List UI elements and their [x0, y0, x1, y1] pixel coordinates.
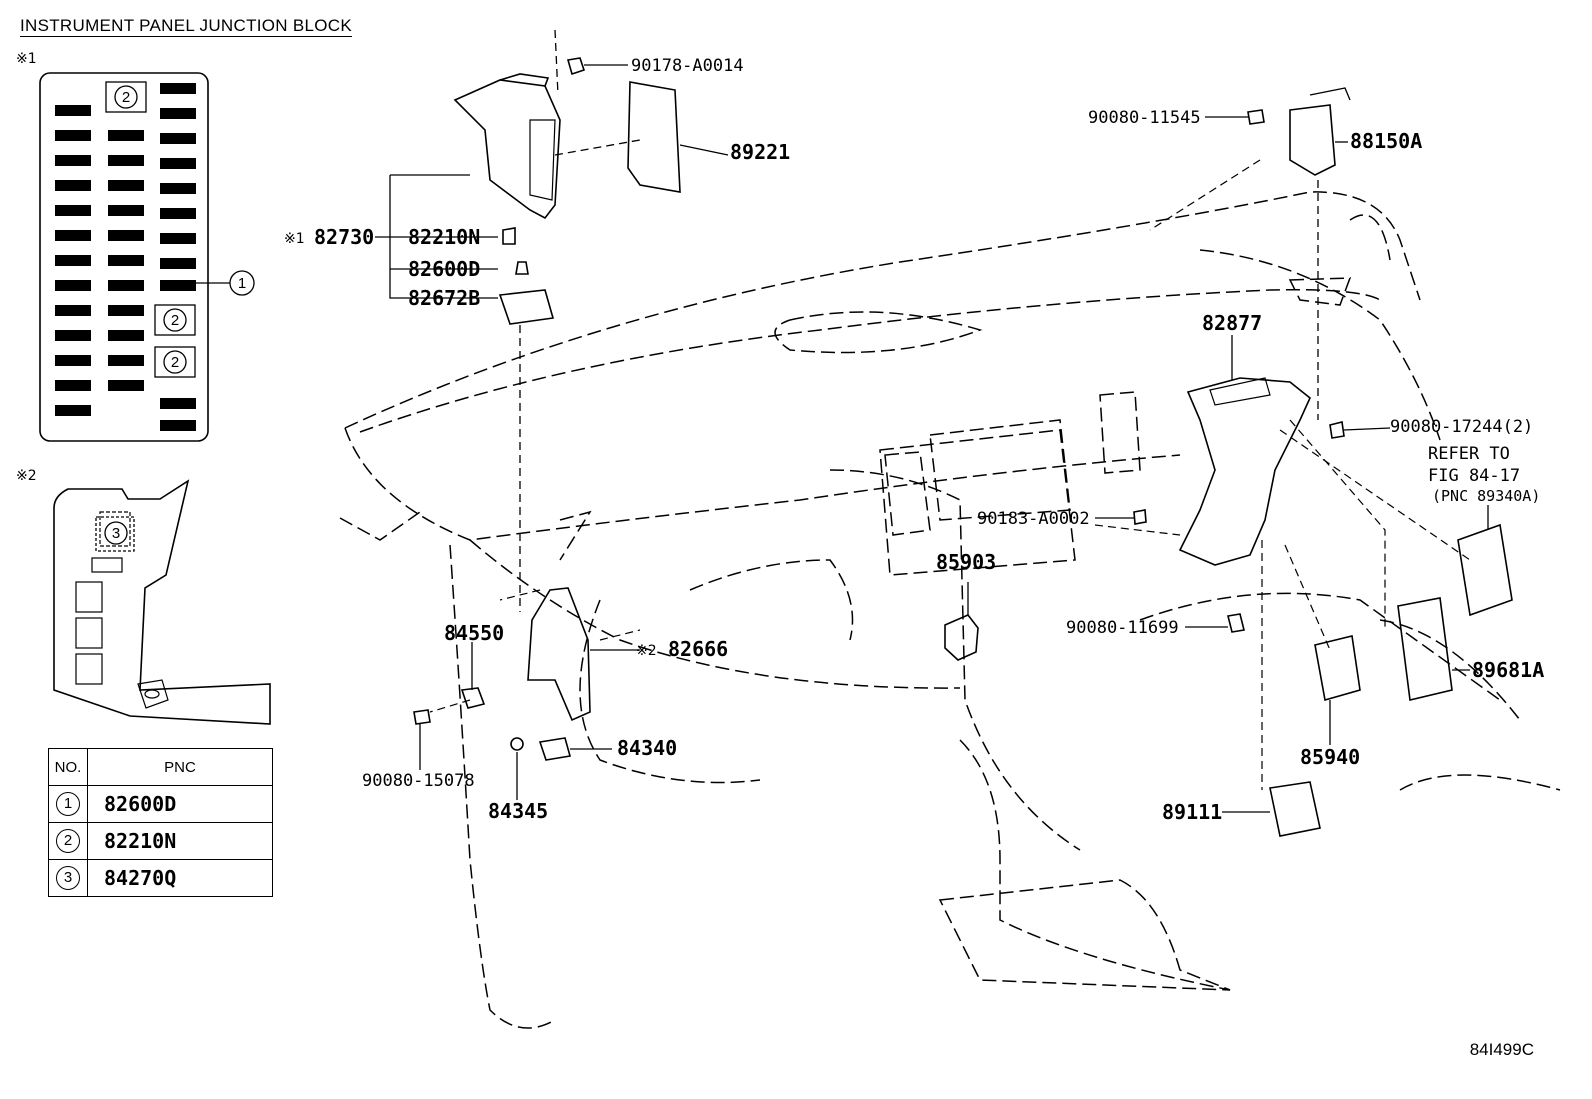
callout-2-a: 2	[122, 89, 130, 106]
junction-block-fuse-layout	[39, 72, 209, 442]
label-84550: 84550	[444, 621, 504, 645]
label-89111: 89111	[1162, 800, 1222, 824]
label-90080-11545: 90080-11545	[1088, 108, 1201, 128]
label-84345: 84345	[488, 799, 548, 823]
relay-85940	[1314, 635, 1361, 702]
label-90178-a0014: 90178-A0014	[631, 56, 744, 76]
label-82600d: 82600D	[408, 257, 480, 281]
module-88150a	[1289, 104, 1336, 176]
diagram-title: INSTRUMENT PANEL JUNCTION BLOCK	[20, 16, 353, 37]
bolt-90178	[566, 57, 586, 76]
pnc-table: NO. PNC 1 82600D 2 82210N 3 84270Q	[48, 748, 273, 897]
table-row-pnc: 84270Q	[87, 859, 273, 897]
nut-90080-17244	[1329, 421, 1345, 439]
bolt-90080-11545	[1247, 109, 1265, 125]
note-mark-1: ※1	[16, 51, 37, 67]
note-mark-2: ※2	[16, 468, 37, 484]
label-85940: 85940	[1300, 745, 1360, 769]
clip-84345	[510, 737, 524, 751]
label-90183-a0002: 90183-A0002	[977, 509, 1090, 529]
table-row-no: 2	[56, 829, 80, 853]
relay-block-82666	[527, 587, 591, 722]
label-90080-15078: 90080-15078	[362, 771, 475, 791]
note-mark-2-inline: ※2	[636, 643, 657, 659]
table-header-no: NO.	[48, 748, 88, 786]
label-89221: 89221	[730, 140, 790, 164]
switch-84340	[538, 737, 572, 761]
table-row-pnc: 82210N	[87, 822, 273, 860]
label-82666: 82666	[668, 637, 728, 661]
table-row: 1 82600D	[48, 785, 273, 823]
table-row-no: 1	[56, 792, 80, 816]
ecu-89221	[627, 81, 681, 193]
callout-2-b: 2	[171, 312, 179, 329]
label-88150a: 88150A	[1350, 129, 1422, 153]
module-89681a	[1397, 597, 1453, 701]
callout-1: 1	[238, 275, 246, 292]
fuse-82210n	[502, 227, 516, 245]
note-mark-1-inline: ※1	[284, 231, 305, 247]
label-82210n: 82210N	[408, 225, 480, 249]
table-header-row: NO. PNC	[48, 748, 273, 786]
fuse-slots	[55, 83, 196, 431]
label-84340: 84340	[617, 736, 677, 760]
table-row: 2 82210N	[48, 822, 273, 860]
table-row-no: 3	[56, 866, 80, 890]
label-90080-11699: 90080-11699	[1066, 618, 1179, 638]
refer-line-2: FIG 84-17	[1428, 466, 1520, 486]
label-85903: 85903	[936, 550, 996, 574]
label-89681a: 89681A	[1472, 658, 1544, 682]
cover-82672b	[498, 289, 555, 325]
figure-code: 84I499C	[1469, 1040, 1534, 1059]
table-header-pnc: PNC	[87, 748, 273, 786]
switch-84550	[460, 687, 486, 709]
table-row-pnc: 82600D	[87, 785, 273, 823]
refer-line-3: (PNC 89340A)	[1432, 487, 1540, 505]
relay-block-outline	[53, 479, 271, 725]
instrument-panel-outline	[339, 191, 1561, 1029]
label-82672b: 82672B	[408, 286, 480, 310]
bolt-90080-11699	[1227, 613, 1245, 633]
bracket-line-82730	[375, 174, 498, 299]
clip-90183	[1133, 509, 1147, 525]
bolt-90080-15078	[413, 709, 431, 725]
fuse-82600d	[515, 261, 529, 275]
label-82877: 82877	[1202, 311, 1262, 335]
bracket-82877	[1178, 377, 1311, 566]
refer-line-1: REFER TO	[1428, 444, 1510, 464]
label-90080-17244: 90080-17244(2)	[1390, 417, 1533, 437]
callout-3: 3	[112, 525, 120, 542]
callout-2-c: 2	[171, 354, 179, 371]
junction-block-82730	[453, 73, 561, 220]
table-row: 3 84270Q	[48, 859, 273, 897]
label-82730: 82730	[314, 225, 374, 249]
part-85903	[944, 614, 979, 661]
module-89111	[1269, 781, 1321, 837]
module-89340a	[1457, 523, 1513, 617]
